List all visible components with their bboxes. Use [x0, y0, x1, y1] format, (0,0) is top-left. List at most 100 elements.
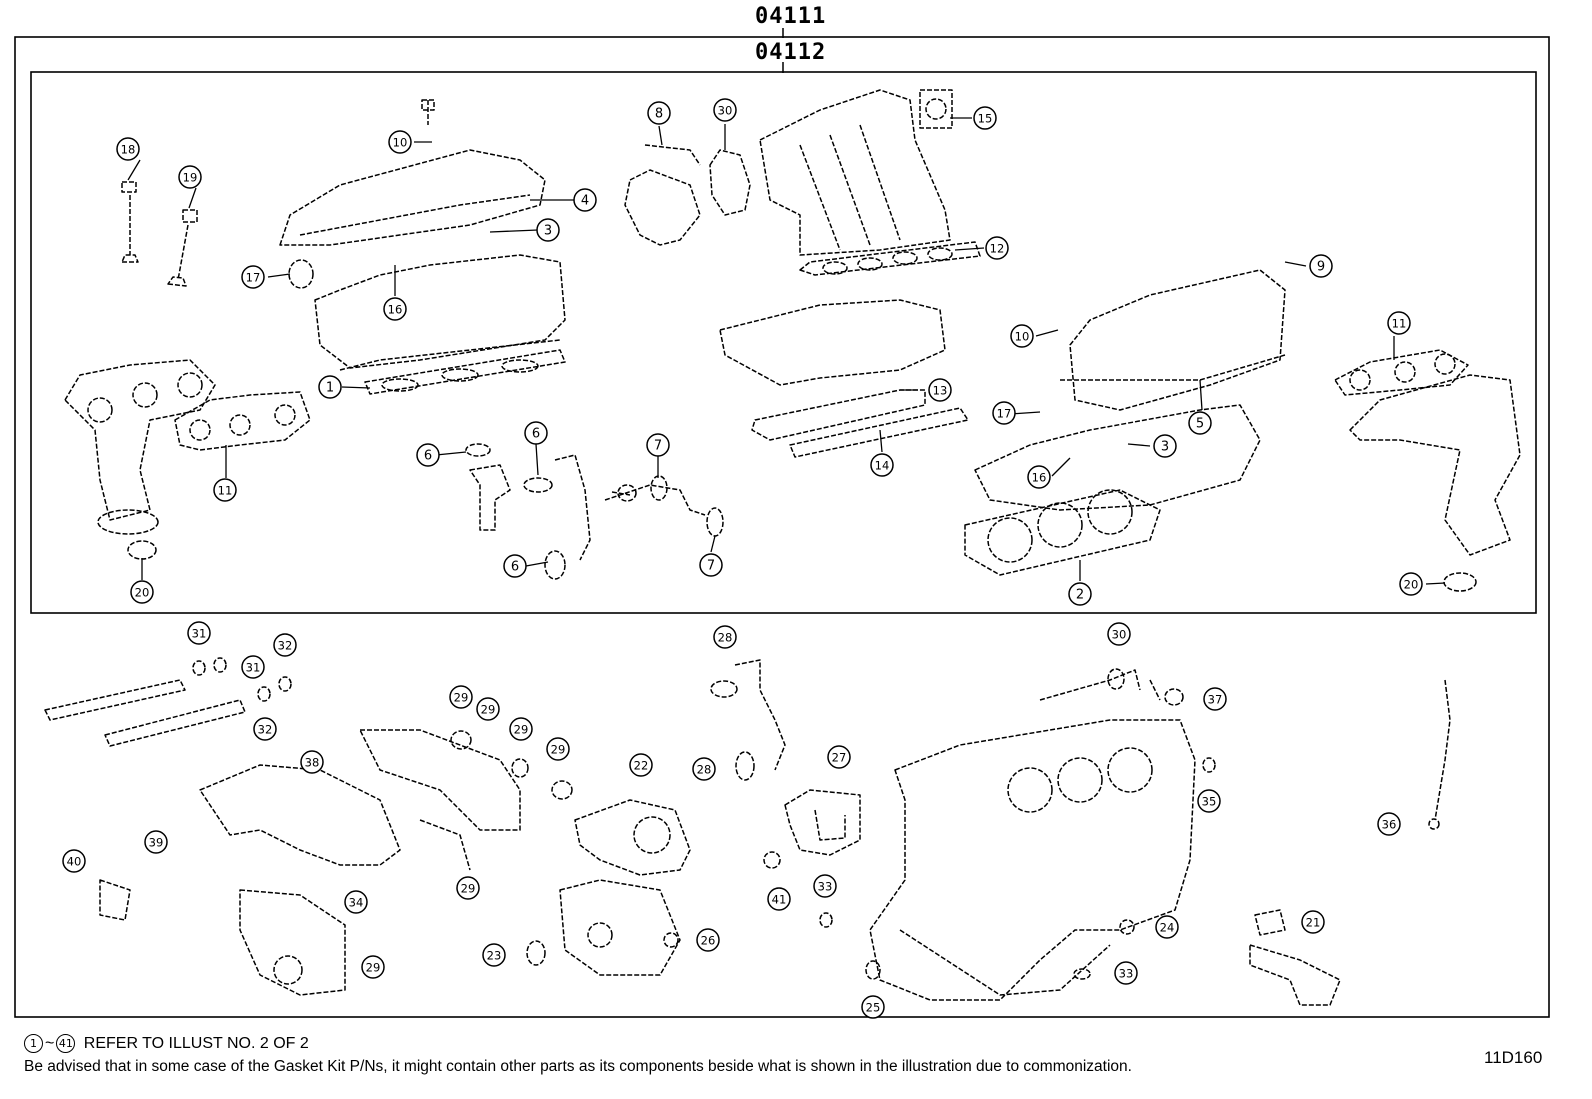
callout-number: 20 — [135, 586, 150, 600]
callout-circle — [1114, 961, 1138, 985]
callout-32: 32 — [253, 717, 277, 741]
callout-circle — [992, 401, 1016, 425]
range-start-badge: 1 — [24, 1034, 43, 1053]
pipe-6 — [469, 464, 511, 531]
callout-circle — [116, 137, 140, 161]
callout-number: 24 — [1160, 921, 1175, 935]
callout-circle — [178, 165, 202, 189]
callout-number: 33 — [818, 880, 833, 894]
callout-11: 11 — [213, 478, 237, 502]
callout-3: 3 — [1153, 434, 1177, 458]
callout-number: 13 — [933, 384, 948, 398]
callout-circle — [827, 745, 851, 769]
callout-33: 33 — [1114, 961, 1138, 985]
camshaft-1 — [44, 679, 186, 721]
callout-circle — [416, 443, 440, 467]
callout-number: 23 — [487, 949, 502, 963]
callout-circle — [482, 943, 506, 967]
callout-number: 35 — [1202, 795, 1217, 809]
callout-6: 6 — [416, 443, 440, 467]
callout-18: 18 — [116, 137, 140, 161]
gasket-strip-left — [364, 349, 566, 395]
head-gasket-right — [964, 489, 1161, 576]
callout-circle — [647, 101, 671, 125]
callout-circle — [476, 697, 500, 721]
lower-intake — [719, 299, 946, 386]
gasket-13 — [751, 389, 926, 441]
callout-27: 27 — [827, 745, 851, 769]
callout-number: 27 — [832, 751, 847, 765]
callout-number: 19 — [183, 171, 198, 185]
callout-number: 6 — [511, 560, 519, 575]
valve-19 — [167, 224, 189, 287]
callout-number: 17 — [997, 407, 1012, 421]
callout-number: 40 — [67, 855, 82, 869]
callout-14: 14 — [870, 453, 894, 477]
callout-number: 21 — [1306, 916, 1321, 930]
callout-30: 30 — [713, 98, 737, 122]
manifold-gasket-right — [1334, 349, 1469, 396]
callout-circle — [713, 98, 737, 122]
callout-circle — [1301, 910, 1325, 934]
callout-20: 20 — [1399, 572, 1423, 596]
callout-circle — [213, 478, 237, 502]
callout-circle — [300, 750, 324, 774]
callout-number: 33 — [1119, 967, 1134, 981]
callout-number: 31 — [192, 627, 207, 641]
valve-cover-left — [279, 149, 546, 246]
callout-15: 15 — [973, 106, 997, 130]
callout-number: 20 — [1404, 578, 1419, 592]
callout-13: 13 — [928, 378, 952, 402]
callout-number: 11 — [218, 484, 233, 498]
callout-circle — [361, 955, 385, 979]
callout-41: 41 — [767, 887, 791, 911]
oil-pump-26 — [559, 879, 681, 976]
callout-number: 37 — [1208, 693, 1223, 707]
callout-number: 10 — [1015, 330, 1030, 344]
callout-circle — [1309, 254, 1333, 278]
callout-number: 18 — [121, 143, 136, 157]
outer-kit-frame — [14, 36, 1550, 1018]
callout-31: 31 — [187, 621, 211, 645]
manifold-gasket-left — [174, 391, 311, 451]
callout-8: 8 — [647, 101, 671, 125]
callout-31: 31 — [241, 655, 265, 679]
callout-32: 32 — [273, 633, 297, 657]
callout-number: 41 — [772, 893, 787, 907]
pipe-7 — [604, 484, 706, 516]
callout-number: 16 — [388, 303, 403, 317]
callout-number: 29 — [461, 882, 476, 896]
callout-circle — [187, 621, 211, 645]
callout-number: 30 — [1112, 628, 1127, 642]
pipe-28 — [734, 659, 786, 771]
callout-circle — [699, 553, 723, 577]
callout-number: 29 — [551, 743, 566, 757]
callout-38: 38 — [300, 750, 324, 774]
callout-number: 39 — [149, 836, 164, 850]
callout-circle — [546, 737, 570, 761]
callout-37: 37 — [1203, 687, 1227, 711]
callout-number: 34 — [349, 896, 364, 910]
callout-number: 17 — [246, 271, 261, 285]
callout-circle — [318, 375, 342, 399]
callout-number: 5 — [1196, 417, 1204, 432]
callout-7: 7 — [646, 433, 670, 457]
callout-26: 26 — [696, 928, 720, 952]
callout-number: 38 — [305, 756, 320, 770]
callout-number: 6 — [424, 449, 432, 464]
callout-number: 36 — [1382, 818, 1397, 832]
callout-circle — [241, 265, 265, 289]
callout-circle — [130, 580, 154, 604]
callout-29: 29 — [456, 876, 480, 900]
callout-circle — [503, 554, 527, 578]
exploded-parts-diagram: 1233456667789101011111213141516161717181… — [14, 28, 1550, 1019]
callout-4: 4 — [573, 188, 597, 212]
callout-circle — [1027, 465, 1051, 489]
callout-number: 25 — [866, 1001, 881, 1015]
camshaft-2 — [104, 699, 246, 747]
callout-number: 32 — [258, 723, 273, 737]
callout-circle — [1107, 622, 1131, 646]
callout-number: 22 — [634, 759, 649, 773]
callout-circle — [1387, 311, 1411, 335]
callout-circle — [1153, 434, 1177, 458]
